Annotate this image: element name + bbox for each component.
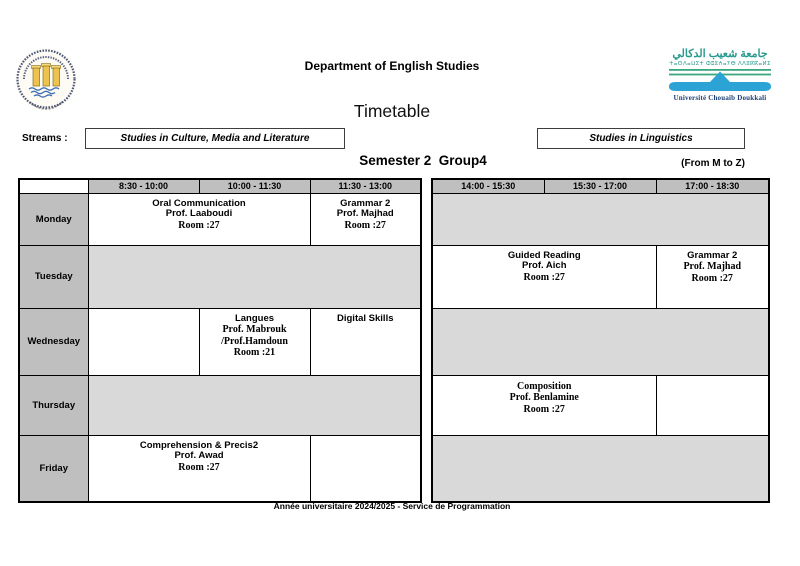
- stream-box-culture: Studies in Culture, Media and Literature: [85, 128, 345, 149]
- footer-note: Année universitaire 2024/2025 - Service …: [273, 501, 511, 511]
- row-tuesday-pm: Guided Reading Prof. Aich Room :27 Gramm…: [431, 244, 770, 309]
- professor-label: Prof. Majhad: [683, 261, 742, 273]
- subject-label: Digital Skills: [337, 312, 394, 324]
- row-thursday-pm: Composition Prof. Benlamine Room :27: [431, 374, 770, 436]
- professor-label: Prof. Laaboudi: [165, 208, 233, 220]
- professor-label: Prof. Benlamine: [509, 392, 579, 403]
- faculty-seal-logo: [14, 46, 78, 114]
- faculty-seal-icon: [15, 48, 77, 110]
- row-thursday: Thursday: [18, 374, 422, 436]
- room-label: Room :27: [523, 272, 565, 284]
- subject-label: Grammar 2: [687, 249, 738, 261]
- stream-box-linguistics: Studies in Linguistics: [537, 128, 745, 149]
- row-wednesday: Wednesday Langues Prof. Mabrouk /Prof.Ha…: [18, 307, 422, 376]
- time-header: 10:00 - 11:30: [198, 178, 311, 194]
- empty-slot: [87, 374, 422, 436]
- room-label: Room :21: [233, 347, 276, 359]
- class-cell-oral-communication: Oral Communication Prof. Laaboudi Room :…: [87, 192, 311, 246]
- day-label-monday: Monday: [18, 192, 89, 246]
- professor-label: Prof. Awad: [174, 450, 224, 462]
- class-cell-composition: Composition Prof. Benlamine Room :27: [431, 374, 657, 436]
- empty-slot-white: [87, 307, 200, 376]
- timetable-afternoon: 14:00 - 15:30 15:30 - 17:00 17:00 - 18:3…: [431, 178, 770, 503]
- empty-slot: [431, 307, 770, 376]
- department-title: Department of English Studies: [304, 59, 480, 73]
- empty-slot-white: [655, 374, 770, 436]
- room-label: Room :27: [178, 220, 220, 232]
- university-bird-icon: [669, 69, 771, 92]
- subject-label: Guided Reading: [507, 249, 581, 261]
- page-title: Timetable: [353, 101, 431, 121]
- class-cell-grammar2-tuesday: Grammar 2 Prof. Majhad Room :27: [655, 244, 770, 309]
- time-header: 17:00 - 18:30: [655, 178, 770, 194]
- university-name-arabic: جامعة شعيب الدكالي: [672, 48, 768, 60]
- time-header: 15:30 - 17:00: [543, 178, 657, 194]
- professor-label: Prof. Mabrouk /Prof.Hamdoun: [221, 324, 288, 347]
- streams-label: Streams :: [22, 133, 68, 144]
- professor-label: Prof. Aich: [521, 260, 567, 272]
- subject-label: Comprehension & Precis2: [139, 439, 259, 451]
- subject-label: Langues: [234, 312, 275, 324]
- room-label: Room :27: [178, 462, 220, 474]
- university-name-latin: Université Chouaib Doukkali: [673, 94, 767, 103]
- row-wednesday-pm: [431, 307, 770, 376]
- day-label-wednesday: Wednesday: [18, 307, 89, 376]
- time-header: 8:30 - 10:00: [87, 178, 200, 194]
- class-cell-digital-skills: Digital Skills: [309, 307, 422, 376]
- university-logo: جامعة شعيب الدكالي ⵜⴰⵙⴷⴰⵡⵉⵜ ⵛⵛⵓⵄⴰⵢⴱ ⴷⴷⵓⴽ…: [656, 48, 784, 102]
- room-label: Room :27: [344, 220, 386, 232]
- room-label: Room :27: [523, 403, 565, 415]
- subject-label: Composition: [517, 380, 572, 392]
- professor-label: Prof. Majhad: [336, 208, 394, 220]
- row-friday-pm: [431, 434, 770, 503]
- class-cell-langues: Langues Prof. Mabrouk /Prof.Hamdoun Room…: [198, 307, 311, 376]
- class-cell-comprehension: Comprehension & Precis2 Prof. Awad Room …: [87, 434, 311, 503]
- class-cell-grammar2-monday: Grammar 2 Prof. Majhad Room :27: [309, 192, 422, 246]
- time-header-row: 8:30 - 10:00 10:00 - 11:30 11:30 - 13:00: [18, 178, 422, 194]
- subject-label: Oral Communication: [152, 197, 246, 209]
- day-label-thursday: Thursday: [18, 374, 89, 436]
- room-label: Room :27: [691, 272, 733, 284]
- subject-label: Grammar 2: [340, 197, 391, 209]
- semester-group-title: Semester 2 Group4: [359, 153, 487, 168]
- row-monday: Monday Oral Communication Prof. Laaboudi…: [18, 192, 422, 246]
- university-name-tifinagh: ⵜⴰⵙⴷⴰⵡⵉⵜ ⵛⵛⵓⵄⴰⵢⴱ ⴷⴷⵓⴽⴽⴰⵍⵉ: [669, 61, 771, 68]
- class-cell-guided-reading: Guided Reading Prof. Aich Room :27: [431, 244, 657, 309]
- corner-cell: [18, 178, 89, 194]
- empty-slot: [431, 192, 770, 246]
- time-header: 11:30 - 13:00: [309, 178, 422, 194]
- row-tuesday: Tuesday: [18, 244, 422, 309]
- time-header: 14:00 - 15:30: [431, 178, 545, 194]
- timetable-morning: 8:30 - 10:00 10:00 - 11:30 11:30 - 13:00…: [18, 178, 422, 503]
- day-label-tuesday: Tuesday: [18, 244, 89, 309]
- row-monday-pm: [431, 192, 770, 246]
- day-label-friday: Friday: [18, 434, 89, 503]
- row-friday: Friday Comprehension & Precis2 Prof. Awa…: [18, 434, 422, 503]
- empty-slot-white: [309, 434, 422, 503]
- empty-slot: [87, 244, 422, 309]
- time-header-row: 14:00 - 15:30 15:30 - 17:00 17:00 - 18:3…: [431, 178, 770, 194]
- group-range-label: (From M to Z): [681, 158, 745, 169]
- empty-slot: [431, 434, 770, 503]
